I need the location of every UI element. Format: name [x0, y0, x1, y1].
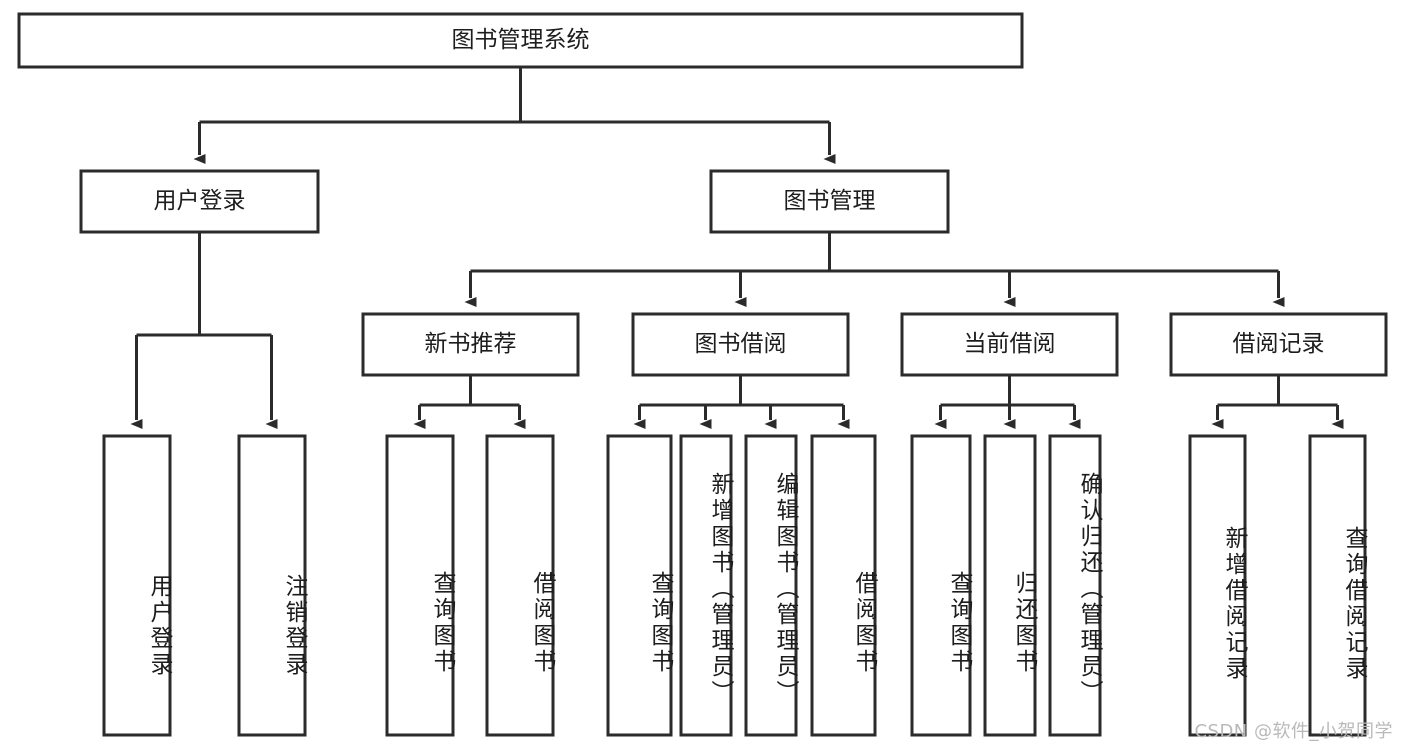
node-rect-leaf-query-book-borrow: [606, 434, 673, 737]
node-rect-book-manage: [709, 169, 950, 234]
node-rect-borrow-record: [1169, 312, 1388, 377]
node-rect-user-login: [79, 169, 320, 234]
node-rect-leaf-edit-book: [744, 434, 798, 737]
node-rect-leaf-query-borrow-record: [1308, 434, 1367, 737]
node-rect-leaf-query-book-recommend: [385, 434, 455, 737]
node-rect-leaf-borrow-book-recommend: [485, 434, 555, 737]
edges-current-borrow-to-leaves: [934, 375, 1081, 429]
node-rect-leaf-user-logout: [237, 434, 307, 737]
node-rect-leaf-user-login: [102, 434, 172, 737]
node-rect-leaf-query-book-current: [910, 434, 972, 737]
node-rect-current-borrow: [900, 312, 1119, 377]
edges-borrow-record-to-leaves: [1211, 375, 1344, 429]
edges-book-manage-to-level3: [464, 232, 1285, 307]
edges-new-book-recommend-to-leaves: [413, 375, 526, 429]
node-rect-new-book-recommend: [361, 312, 580, 377]
node-rect-leaf-add-book: [679, 434, 733, 737]
edges-root-to-level2: [193, 67, 836, 164]
edges-user-login-to-leaves: [130, 232, 278, 429]
edges-book-borrow-to-leaves: [633, 375, 850, 429]
node-rect-book-borrow: [631, 312, 850, 377]
node-rect-root: [17, 12, 1024, 69]
node-rect-leaf-borrow-book: [810, 434, 877, 737]
node-rectangles: [17, 12, 1388, 737]
node-rect-leaf-return-book: [983, 434, 1037, 737]
node-rect-leaf-add-borrow-record: [1188, 434, 1247, 737]
node-rect-leaf-confirm-return: [1048, 434, 1102, 737]
